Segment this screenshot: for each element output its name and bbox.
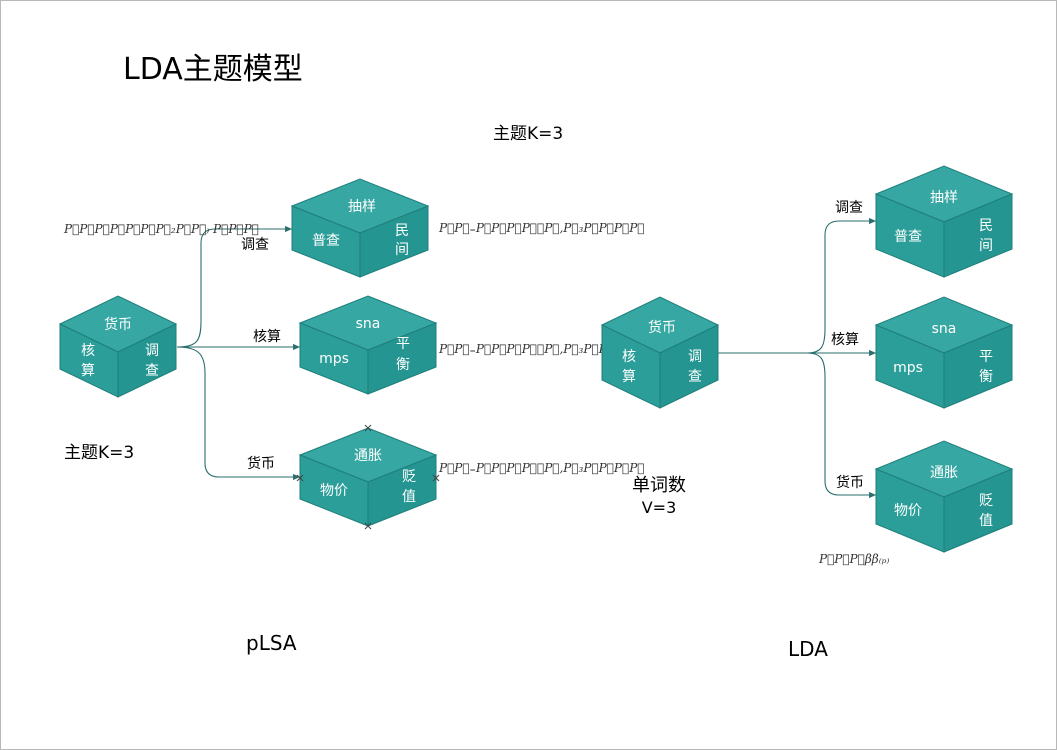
cube-left-label: mps xyxy=(893,360,923,376)
cube-left-label: 普查 xyxy=(894,229,922,245)
cube-right-face xyxy=(943,193,1013,278)
plsa-formula-row: P⃗P⃗₌P⃗P⃗P⃗P⃗꜀P⃗,P⃗₃P⃗P⃗P⃗P⃗ xyxy=(438,461,644,475)
cube-right-label: 衡 xyxy=(979,369,993,385)
selection-handle[interactable] xyxy=(296,474,304,482)
lda-edge-survey xyxy=(806,217,876,354)
lda-edge-label-accounting: 核算 xyxy=(831,332,859,348)
cube-right-label: 衡 xyxy=(396,357,410,373)
cube-left-label: 算 xyxy=(81,363,95,379)
selection-handle[interactable] xyxy=(364,424,372,432)
lda-edge-label-survey: 调查 xyxy=(835,200,863,216)
plsa-edge-label-accounting: 核算 xyxy=(253,329,281,345)
plsa-source-cube: 货币 核 算 调 查 xyxy=(58,295,178,398)
lda-cube-sampling: 抽样 普查 民 间 xyxy=(874,165,1014,278)
cube-right-face xyxy=(359,205,429,278)
cube-right-label: 平 xyxy=(979,349,993,365)
cube-top-label: 抽样 xyxy=(930,190,958,206)
cube-top-label: 货币 xyxy=(104,316,132,333)
topics-count-label-top: 主题K=3 xyxy=(493,124,563,144)
cube-right-label: 间 xyxy=(395,242,409,258)
plsa-formula-row: P⃗P⃗₌P⃗P⃗P⃗P⃗꜀P⃗,P⃗₃P⃗P⃗P⃗P⃗ xyxy=(438,342,644,356)
cube-right-label: 查 xyxy=(688,369,702,385)
plsa-edge-label-currency: 货币 xyxy=(247,455,275,472)
cube-right-label: 平 xyxy=(396,336,410,352)
plsa-edge-survey xyxy=(176,225,292,348)
selection-handles[interactable] xyxy=(296,424,440,530)
lda-source-cube: 货币 核 算 调 查 xyxy=(600,296,720,409)
cube-right-label: 查 xyxy=(145,363,159,379)
cube-right-face xyxy=(367,454,437,527)
plsa-connectors xyxy=(176,225,300,481)
cube-left-label: 普查 xyxy=(312,233,340,249)
cube-top-label: 抽样 xyxy=(348,199,376,215)
cube-right-label: 值 xyxy=(402,489,416,505)
cube-left-label: 物价 xyxy=(894,503,922,519)
page-title: LDA主题模型 xyxy=(123,52,303,87)
cube-right-face xyxy=(117,323,177,398)
lda-vocab-value: V=3 xyxy=(642,498,677,517)
topics-count-label-left: 主题K=3 xyxy=(64,443,134,463)
lda-cube-inflation: 通胀 物价 贬 值 xyxy=(874,440,1014,553)
cube-right-label: 民 xyxy=(395,223,409,239)
cube-right-face xyxy=(659,324,719,409)
cube-left-label: mps xyxy=(319,351,349,367)
plsa-cube-inflation: 通胀 物价 贬 值 xyxy=(296,424,440,530)
plsa-cube-sampling: 抽样 普查 民 间 xyxy=(290,178,430,278)
selection-handle[interactable] xyxy=(364,522,372,530)
lda-formula-footer: P⃗P⃗P⃗ββ₍ₚ₎ xyxy=(818,552,889,566)
cube-right-label: 贬 xyxy=(402,469,416,485)
cube-top-label: 货币 xyxy=(648,319,676,336)
selection-handle[interactable] xyxy=(432,474,440,482)
cube-right-label: 调 xyxy=(145,343,159,359)
lda-caption: LDA xyxy=(788,637,828,661)
cube-right-label: 值 xyxy=(979,513,993,529)
lda-vocab-label: 单词数 xyxy=(632,475,686,496)
plsa-edge-currency xyxy=(176,346,300,481)
lda-edge-currency xyxy=(806,352,876,499)
cube-left-label: 算 xyxy=(622,369,636,385)
lda-edge-label-currency: 货币 xyxy=(836,474,864,491)
cube-top-label: sna xyxy=(932,321,957,337)
lda-cube-sna: sna mps 平 衡 xyxy=(874,296,1014,409)
cube-right-face xyxy=(943,324,1013,409)
plsa-formula-header: P⃗P⃗P⃗P⃗P⃗P⃗P⃗₂P⃗P⃗₎ P⃗P⃗P⃗ xyxy=(63,222,259,236)
cube-top-label: 通胀 xyxy=(930,465,958,481)
cube-right-label: 间 xyxy=(979,238,993,254)
lda-connectors xyxy=(718,217,876,499)
cube-left-label: 核 xyxy=(622,349,636,365)
cube-right-face xyxy=(367,322,437,395)
cube-left-label: 物价 xyxy=(320,483,348,499)
cube-right-label: 贬 xyxy=(979,493,993,509)
plsa-caption: pLSA xyxy=(246,631,297,655)
plsa-formula-row: P⃗P⃗₌P⃗P⃗P⃗P⃗꜀P⃗,P⃗₃P⃗P⃗P⃗P⃗ xyxy=(438,221,644,235)
cube-left-label: 核 xyxy=(81,343,95,359)
plsa-cube-sna: sna mps 平 衡 xyxy=(298,295,438,395)
cube-right-face xyxy=(943,468,1013,553)
cube-right-label: 调 xyxy=(688,349,702,365)
plsa-edge-label-survey: 调查 xyxy=(241,237,269,253)
cube-top-label: sna xyxy=(356,316,381,332)
cube-right-label: 民 xyxy=(979,218,993,234)
cube-top-label: 通胀 xyxy=(354,448,382,464)
